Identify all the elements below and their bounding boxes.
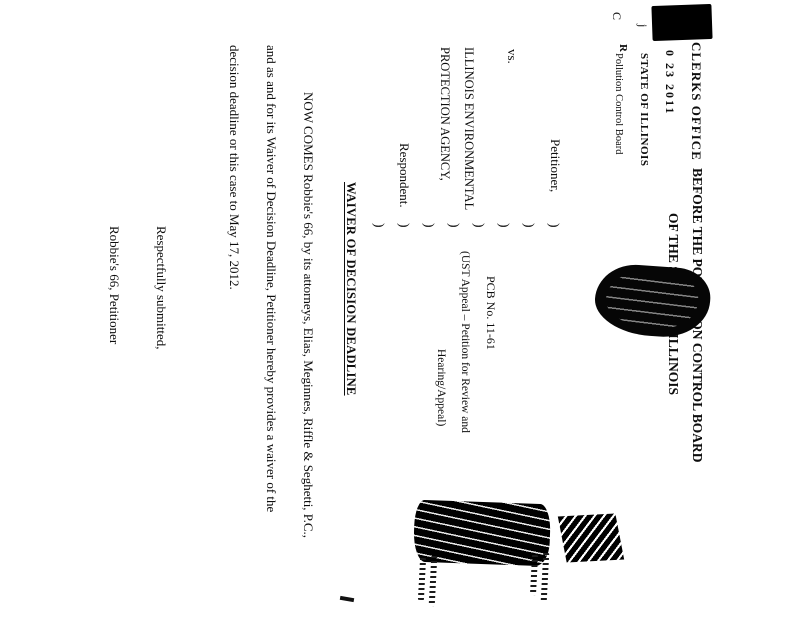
closing-respectfully-submitted: Respectfully submitted, [154, 226, 169, 350]
petitioner-label: Petitioner, [548, 139, 563, 193]
stray-ink-dash [339, 595, 355, 603]
caption-paren: ) [547, 223, 562, 228]
vs-label: vs. [505, 49, 520, 64]
stamp-date: 0 23 2011 [663, 50, 677, 116]
respondent-label: Respondent. [397, 143, 412, 208]
handwritten-mark-c: C [610, 12, 624, 21]
stamp-stray-mark-r: R [617, 44, 629, 52]
illegible-handwriting [428, 555, 438, 607]
body-line1: NOW COMES Robbie's 66, by its attorneys,… [301, 92, 316, 539]
caption-paren-column: ) ) ) ) ) ) ) ) [367, 223, 567, 228]
respondent-name-line1: ILLINOIS ENVIRONMENTAL [462, 47, 476, 211]
caption-paren: ) [372, 223, 387, 228]
caption-paren: ) [497, 223, 512, 228]
stamp-ink-bar [651, 3, 713, 42]
illegible-handwriting [540, 552, 550, 602]
case-number: PCB No. 11-61 [484, 276, 498, 350]
stamp-pollution-control-board: Pollution Control Board [613, 53, 624, 155]
caption-paren: ) [422, 223, 437, 228]
handwritten-mark-j: j [636, 24, 650, 28]
body-line2: and as and for its Waiver of Decision De… [264, 45, 279, 513]
ink-scribble-hatched [557, 513, 625, 563]
caption-paren: ) [397, 223, 412, 228]
stamp-clerks-office: CLERKS OFFICE [689, 42, 704, 161]
illegible-handwriting [417, 557, 427, 601]
caption-paren: ) [447, 223, 462, 228]
body-line3: decision deadline or this case to May 17… [227, 45, 242, 290]
case-type-line1: (UST Appeal – Petition for Review and [459, 251, 471, 433]
document-title: WAIVER OF DECISION DEADLINE [344, 182, 358, 396]
stamp-state-of-illinois: STATE OF ILLINOIS [638, 53, 650, 167]
caption-paren: ) [522, 223, 537, 228]
caption-paren: ) [472, 223, 487, 228]
illegible-handwriting [529, 554, 539, 596]
closing-party-line: Robbie's 66, Petitioner [107, 226, 122, 345]
respondent-name-line2: PROTECTION AGENCY, [438, 47, 452, 181]
case-type-line2: Hearing/Appeal) [435, 349, 447, 427]
